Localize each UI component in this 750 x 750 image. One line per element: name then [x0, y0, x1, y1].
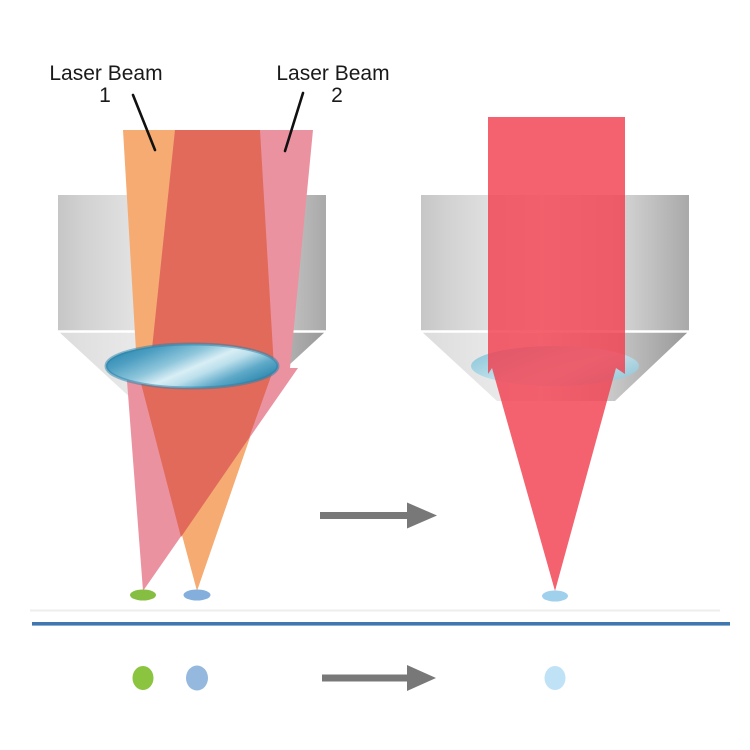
transform-arrow-head	[407, 502, 437, 529]
result-arrow-icon	[322, 665, 436, 691]
combined-laser-beam-shape	[488, 117, 625, 591]
laser-beam-1-number: 1	[99, 84, 111, 107]
transform-arrow-icon	[320, 502, 437, 529]
focal-spot-green	[130, 589, 156, 601]
coverslip-line	[32, 622, 730, 626]
result-dot-green	[132, 666, 154, 690]
left-objective-lens	[104, 342, 280, 390]
laser-beam-1-label: Laser Beam	[49, 62, 162, 85]
result-dot-lightblue	[544, 666, 566, 690]
laser-beam-2-leader-line	[283, 91, 305, 153]
slide-shadow-line	[30, 609, 720, 612]
laser-beam-2-label: Laser Beam	[276, 62, 389, 85]
focal-spot-blue	[183, 589, 211, 601]
result-dot-blue	[186, 665, 208, 691]
laser-beam-2-number: 2	[331, 84, 343, 107]
laser-beam-1-leader-line	[131, 93, 157, 152]
result-arrow-head	[407, 665, 436, 691]
combined-focal-spot	[542, 590, 568, 602]
beam-overlap-shape	[137, 130, 274, 537]
